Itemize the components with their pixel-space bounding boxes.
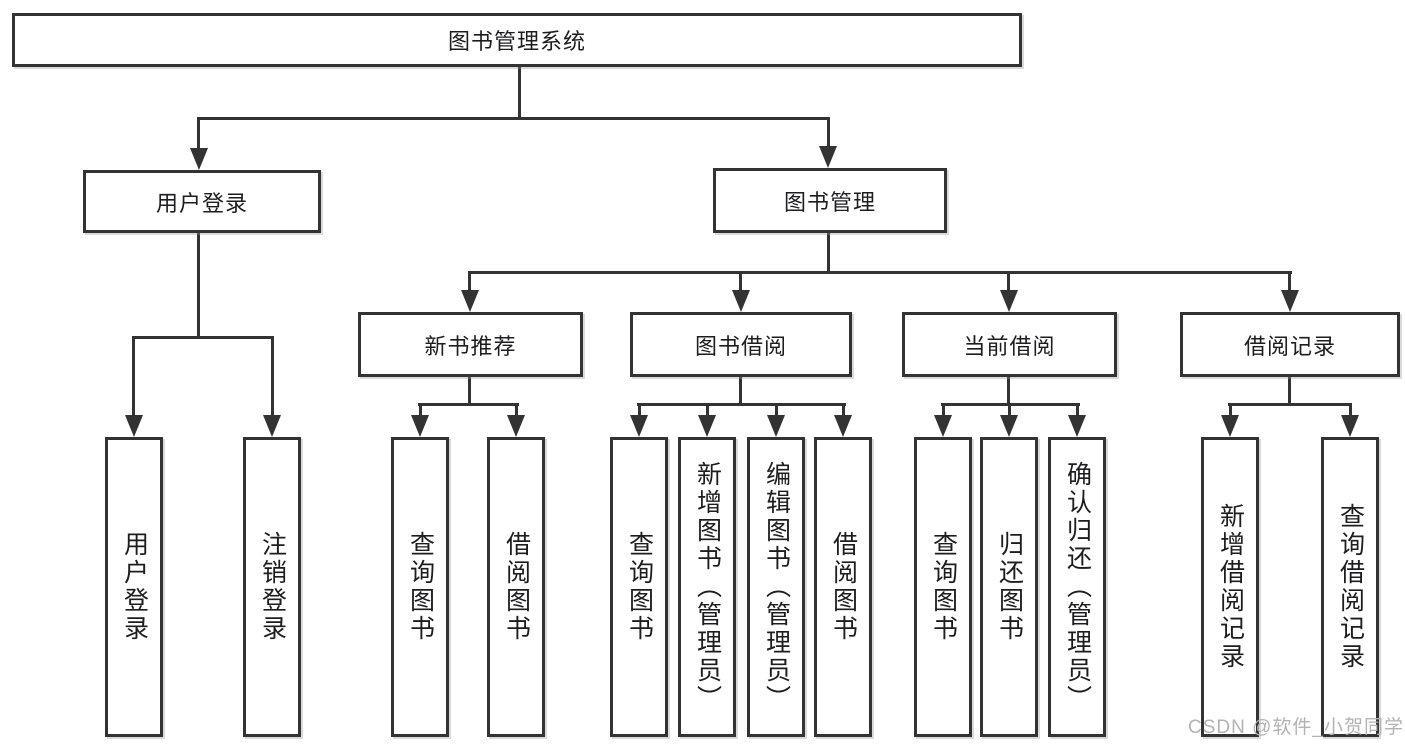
arrow-down-icon: [732, 290, 750, 312]
node-label: 借阅图书: [502, 531, 531, 643]
node-borrowing-records: 借阅记录: [1180, 312, 1400, 377]
node-label: 确认归还（管理员）: [1063, 461, 1092, 713]
arrow-down-icon: [125, 415, 143, 437]
arrow-down-icon: [819, 146, 837, 168]
arrow-down-icon: [1341, 415, 1359, 437]
connector-stem: [706, 403, 709, 418]
connector-rail: [1228, 403, 1352, 406]
node-label: 图书借阅: [694, 333, 787, 359]
arrow-down-icon: [630, 415, 648, 437]
arrow-down-icon: [1000, 415, 1018, 437]
connector-stem: [1076, 403, 1079, 418]
connector-level3-rail: [468, 271, 1292, 274]
arrow-down-icon: [1000, 290, 1018, 312]
node-library-management-system: 图书管理系统: [12, 13, 1022, 67]
connector-stem: [942, 403, 945, 418]
arrow-down-icon: [507, 415, 525, 437]
arrow-down-icon: [834, 415, 852, 437]
connector-stem: [827, 231, 830, 273]
connector-stem: [1007, 375, 1010, 405]
connector-stem: [197, 117, 200, 150]
node-label: 当前借阅: [963, 333, 1056, 359]
node-query-borrow-record: 查询借阅记录: [1321, 437, 1379, 737]
connector-stem: [1007, 271, 1010, 292]
node-user-login-leaf: 用户登录: [105, 437, 163, 737]
connector-stem: [1349, 403, 1352, 418]
connector-stem: [419, 403, 422, 418]
node-label: 新增图书（管理员）: [693, 461, 722, 713]
node-query-books: 查询图书: [391, 437, 449, 737]
arrow-down-icon: [263, 415, 281, 437]
arrow-down-icon: [698, 415, 716, 437]
node-borrow-books: 借阅图书: [814, 437, 872, 737]
arrow-down-icon: [934, 415, 952, 437]
node-label: 注销登录: [258, 531, 287, 643]
connector-stem: [1288, 271, 1291, 292]
node-query-books: 查询图书: [914, 437, 972, 737]
node-new-book-recommend: 新书推荐: [358, 312, 583, 377]
node-current-borrowing: 当前借阅: [902, 312, 1117, 377]
arrow-down-icon: [1281, 290, 1299, 312]
arrow-down-icon: [411, 415, 429, 437]
node-query-books: 查询图书: [610, 437, 668, 737]
node-label: 查询图书: [929, 531, 958, 643]
connector-stem: [775, 403, 778, 418]
connector-level2-rail: [198, 117, 830, 120]
node-label: 归还图书: [995, 531, 1024, 643]
node-label: 新书推荐: [424, 333, 517, 359]
connector-stem: [739, 375, 742, 405]
node-user-login: 用户登录: [83, 170, 321, 233]
arrow-down-icon: [190, 148, 208, 170]
connector-stem: [468, 271, 471, 292]
connector-stem: [1229, 403, 1232, 418]
arrow-down-icon: [767, 415, 785, 437]
node-label: 借阅图书: [829, 531, 858, 643]
connector-stem: [515, 403, 518, 418]
connector-stem: [827, 117, 830, 150]
node-return-books: 归还图书: [980, 437, 1038, 737]
connector-stem: [638, 403, 641, 418]
node-label: 用户登录: [155, 190, 248, 216]
node-confirm-return-admin: 确认归还（管理员）: [1048, 437, 1106, 737]
connector-stem: [1288, 375, 1291, 405]
node-add-books-admin: 新增图书（管理员）: [678, 437, 736, 737]
connector-rail: [132, 336, 274, 339]
node-label: 用户登录: [120, 531, 149, 643]
arrow-down-icon: [1068, 415, 1086, 437]
node-edit-books-admin: 编辑图书（管理员）: [747, 437, 805, 737]
node-book-management: 图书管理: [713, 168, 947, 233]
node-label: 查询图书: [625, 531, 654, 643]
node-label: 图书管理系统: [447, 29, 586, 54]
arrow-down-icon: [461, 290, 479, 312]
node-label: 借阅记录: [1243, 333, 1336, 359]
node-label: 新增借阅记录: [1216, 503, 1245, 671]
connector-stem: [468, 375, 471, 405]
csdn-watermark: CSDN @软件_小贺同学: [1188, 717, 1404, 738]
connector-stem: [842, 403, 845, 418]
node-add-borrow-record: 新增借阅记录: [1201, 437, 1259, 737]
node-label: 编辑图书（管理员）: [762, 461, 791, 713]
node-label: 查询借阅记录: [1336, 503, 1365, 671]
connector-rail: [418, 403, 519, 406]
connector-stem: [132, 336, 135, 417]
arrow-down-icon: [1221, 415, 1239, 437]
connector-stem: [1008, 403, 1011, 418]
node-label: 查询图书: [406, 531, 435, 643]
connector-stem: [271, 336, 274, 417]
node-label: 图书管理: [783, 189, 876, 215]
node-borrow-books: 借阅图书: [487, 437, 545, 737]
connector-stem: [739, 271, 742, 292]
connector-rail: [637, 403, 846, 406]
connector-stem: [197, 231, 200, 338]
connector-root-stem: [518, 66, 521, 118]
node-book-borrowing: 图书借阅: [630, 312, 852, 377]
node-logout: 注销登录: [243, 437, 301, 737]
